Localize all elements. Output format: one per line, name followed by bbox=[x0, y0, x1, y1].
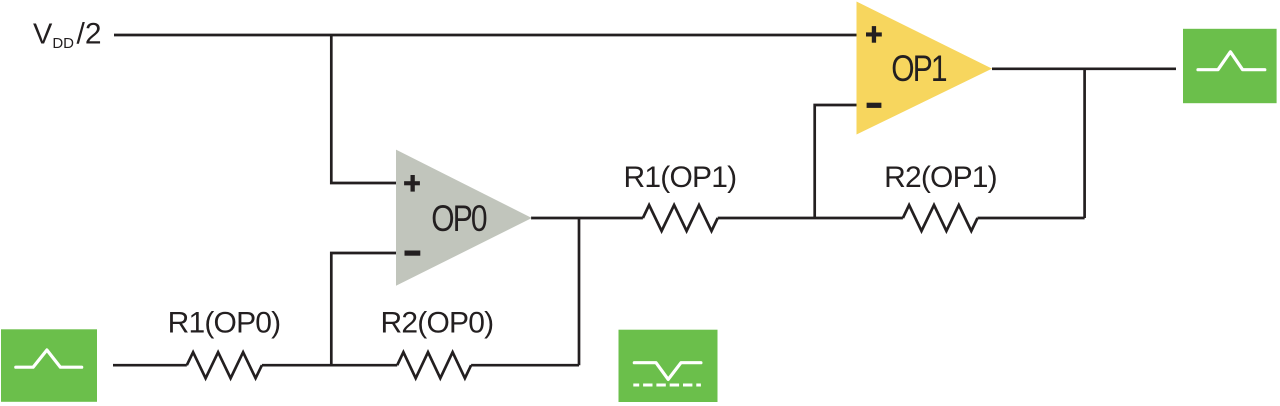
svg-text:OP0: OP0 bbox=[431, 198, 487, 240]
svg-text:OP1: OP1 bbox=[891, 48, 947, 90]
svg-text:R1(OP0): R1(OP0) bbox=[168, 307, 281, 340]
svg-text:R1(OP1): R1(OP1) bbox=[624, 161, 737, 194]
svg-text:R2(OP0): R2(OP0) bbox=[381, 307, 494, 340]
svg-text:R2(OP1): R2(OP1) bbox=[884, 161, 997, 194]
svg-text:VDD/2: VDD/2 bbox=[33, 18, 102, 53]
